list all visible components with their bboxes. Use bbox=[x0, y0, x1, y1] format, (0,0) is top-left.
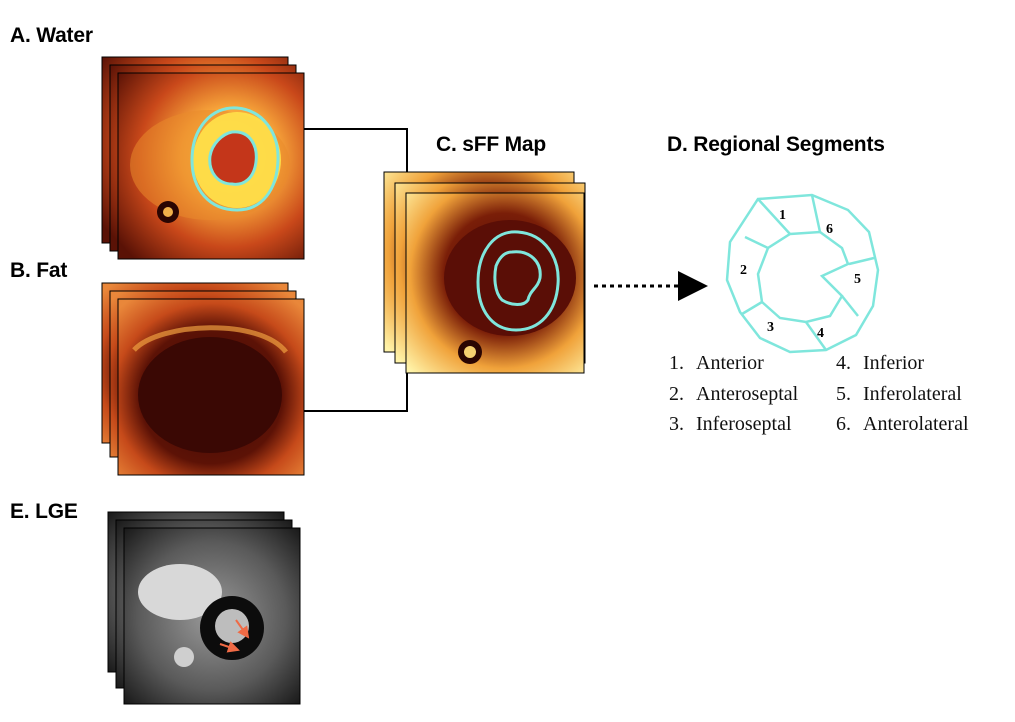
legend-item-inferolateral: 5.Inferolateral bbox=[836, 383, 962, 406]
segment-number-4: 4 bbox=[817, 326, 824, 341]
legend-label: Inferoseptal bbox=[696, 413, 792, 435]
panel-title-fat: B. Fat bbox=[10, 259, 67, 283]
legend-number: 6. bbox=[836, 413, 863, 436]
segment-number-6: 6 bbox=[826, 222, 833, 237]
legend-label: Anterolateral bbox=[863, 413, 969, 435]
water-endocardial-contour bbox=[210, 132, 257, 184]
segment-number-3: 3 bbox=[767, 320, 774, 335]
legend-label: Anterior bbox=[696, 352, 764, 374]
panel-title-regional-segments: D. Regional Segments bbox=[667, 133, 885, 157]
lge-image-stack bbox=[108, 512, 300, 704]
segment-number-5: 5 bbox=[854, 272, 861, 287]
legend-number: 2. bbox=[669, 383, 696, 406]
segment-number-1: 1 bbox=[779, 208, 786, 223]
legend-item-anterolateral: 6.Anterolateral bbox=[836, 413, 969, 436]
legend-number: 3. bbox=[669, 413, 696, 436]
sff-map-stack bbox=[384, 172, 585, 373]
segment-number-2: 2 bbox=[740, 263, 747, 278]
segment-inner-contour bbox=[758, 232, 848, 322]
legend-item-inferior: 4.Inferior bbox=[836, 352, 924, 375]
legend-number: 4. bbox=[836, 352, 863, 375]
fat-image-stack bbox=[102, 283, 304, 475]
legend-item-inferoseptal: 3.Inferoseptal bbox=[669, 413, 792, 436]
legend-number: 5. bbox=[836, 383, 863, 406]
legend-label: Inferolateral bbox=[863, 383, 962, 405]
panel-title-sff-map: C. sFF Map bbox=[436, 133, 546, 157]
legend-number: 1. bbox=[669, 352, 696, 375]
legend-label: Inferior bbox=[863, 352, 924, 374]
panel-title-water: A. Water bbox=[10, 24, 93, 48]
legend-item-anteroseptal: 2.Anteroseptal bbox=[669, 383, 798, 406]
legend-item-anterior: 1.Anterior bbox=[669, 352, 764, 375]
panel-title-lge: E. LGE bbox=[10, 500, 78, 524]
water-image-stack bbox=[102, 57, 304, 259]
legend-label: Anteroseptal bbox=[696, 383, 798, 405]
